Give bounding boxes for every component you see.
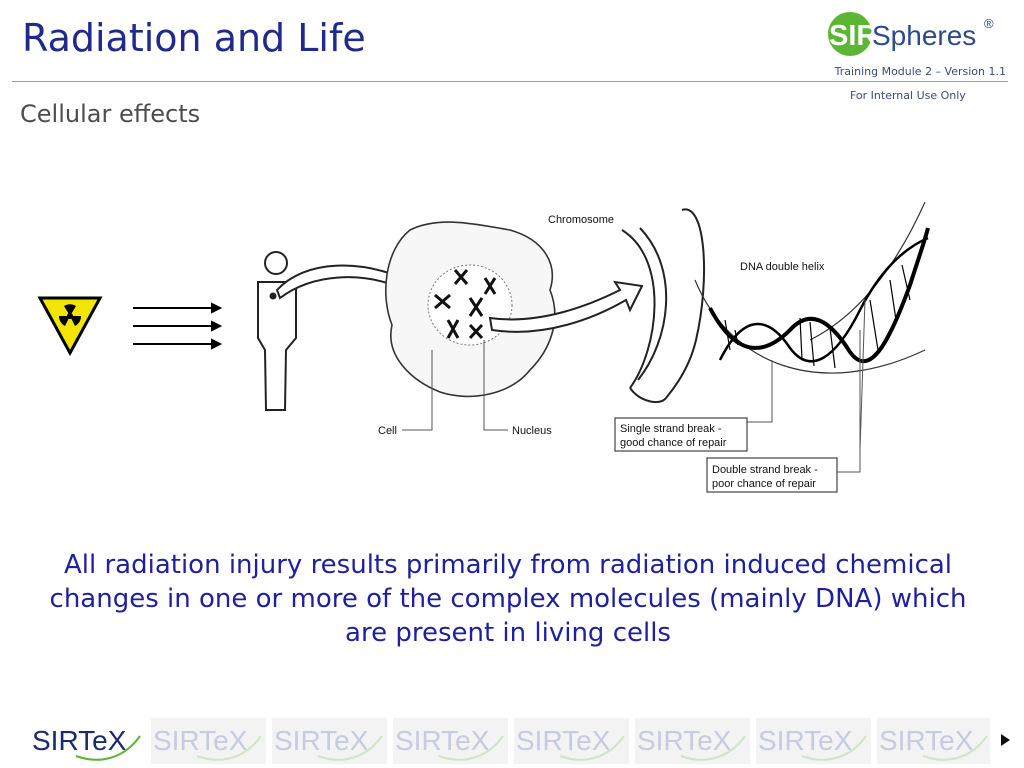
sirtex-swoosh	[438, 735, 504, 761]
double-break-box	[706, 457, 838, 493]
double-break-line1: Double strand break -	[712, 464, 818, 476]
radiation-arrows	[133, 302, 223, 350]
next-slide-arrow-icon[interactable]	[998, 728, 1014, 752]
footer-tile	[272, 718, 387, 764]
sirtex-wordmark: SIRTeX	[758, 725, 853, 756]
sirtex-wordmark: SIRTeX	[637, 725, 732, 756]
chromosomes-in-nucleus	[434, 269, 497, 340]
logo-spheres-text: Spheres	[872, 20, 976, 51]
human-figure	[257, 251, 297, 411]
sirtex-wordmark: SIRTeX	[153, 725, 248, 756]
footer-tile	[514, 718, 629, 764]
sirtex-wordmark: SIRTeX	[516, 725, 611, 756]
logo-registered-mark: ®	[984, 16, 994, 31]
footer-tile	[30, 718, 145, 764]
arrow-to-chromosome	[488, 280, 644, 333]
sirtex-swoosh	[559, 735, 625, 761]
dna-double-helix	[694, 201, 930, 374]
sirtex-swoosh	[75, 735, 141, 761]
single-break-box	[614, 417, 748, 452]
chromosome	[621, 208, 706, 404]
footer-tile	[151, 718, 266, 764]
logo-sir-text: SIR	[829, 20, 877, 52]
single-break-line1: Single strand break -	[620, 423, 722, 435]
header-divider	[12, 81, 1008, 82]
footer-tile	[756, 718, 871, 764]
sirtex-wordmark: SIRTeX	[395, 725, 490, 756]
footer-tile	[635, 718, 750, 764]
sirtex-wordmark: SIRTeX	[274, 725, 369, 756]
sirtex-wordmark: SIRTeX	[879, 725, 974, 756]
label-cell: Cell	[378, 425, 397, 437]
footer-tile	[877, 718, 990, 764]
double-break-line2: poor chance of repair	[712, 478, 816, 490]
radiation-hazard-icon	[37, 296, 103, 357]
cellular-effects-diagram: Chromosome DNA double helix Cell Nucleus…	[37, 201, 930, 493]
sirtex-swoosh	[317, 735, 383, 761]
leader-lines	[402, 299, 866, 473]
label-chromosome: Chromosome	[548, 214, 614, 226]
sirtex-swoosh	[922, 735, 988, 761]
module-version: Training Module 2 – Version 1.1	[834, 65, 1006, 78]
slide-title: Radiation and Life	[22, 16, 366, 60]
sirtex-swoosh	[196, 735, 262, 761]
sirspheres-logo: SIR Spheres ®	[828, 12, 994, 56]
label-nucleus: Nucleus	[512, 425, 552, 437]
sirtex-wordmark: SIRTeX	[32, 725, 127, 756]
confidentiality-note: For Internal Use Only	[850, 89, 966, 102]
body-statement: All radiation injury results primarily f…	[49, 550, 967, 648]
label-dna-double-helix: DNA double helix	[740, 261, 825, 273]
cell	[384, 221, 556, 398]
sirtex-swoosh	[801, 735, 867, 761]
sirtex-swoosh	[680, 735, 746, 761]
footer-tile	[393, 718, 508, 764]
single-break-line2: good chance of repair	[620, 437, 727, 449]
sirtex-footer-band: SIRTeX SIRTeX SIRTeX SIRTeX SIRTeX SIRTeX SIRT…	[30, 718, 990, 764]
slide-subtitle: Cellular effects	[20, 100, 201, 128]
